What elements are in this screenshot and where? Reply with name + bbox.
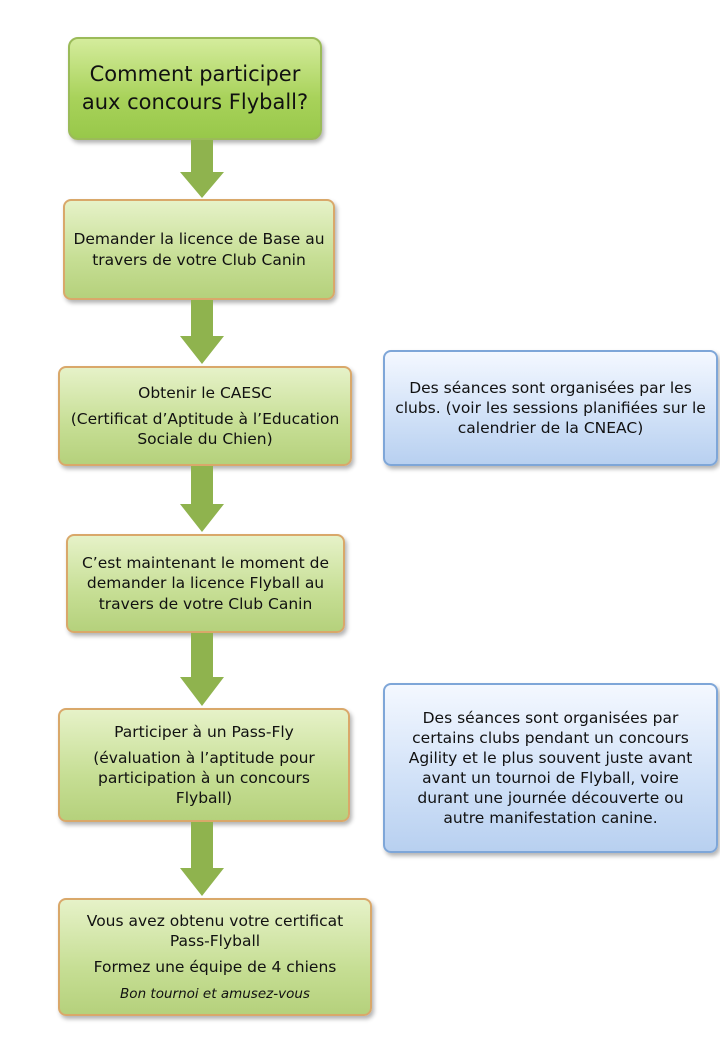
step-caesc: Obtenir le CAESC (Certificat d’Aptitude … bbox=[58, 366, 352, 466]
note-pass-fly-text: Des séances sont organisées par certains… bbox=[408, 708, 693, 828]
step-caesc-title: Obtenir le CAESC bbox=[138, 383, 272, 402]
step-final: Vous avez obtenu votre certificat Pass-F… bbox=[58, 898, 372, 1016]
note-caesc: Des séances sont organisées par les club… bbox=[383, 350, 718, 466]
step-licence-base: Demander la licence de Base au travers d… bbox=[63, 199, 335, 300]
step-licence-base-text: Demander la licence de Base au travers d… bbox=[73, 230, 325, 269]
title-line-1: Comment participer bbox=[89, 62, 301, 87]
arrow-down-icon bbox=[180, 300, 224, 364]
title-line-2: aux concours Flyball? bbox=[81, 89, 309, 114]
arrow-down-icon bbox=[180, 466, 224, 532]
step-pass-fly-title: Participer à un Pass-Fly bbox=[114, 722, 294, 741]
step-final-wish: Bon tournoi et amusez-vous bbox=[120, 985, 310, 1002]
arrow-down-icon bbox=[180, 140, 224, 198]
arrow-down-icon bbox=[180, 633, 224, 706]
arrow-down-icon bbox=[180, 822, 224, 896]
note-pass-fly: Des séances sont organisées par certains… bbox=[383, 683, 718, 853]
step-final-team: Formez une équipe de 4 chiens bbox=[93, 957, 337, 976]
title-box: Comment participer aux concours Flyball? bbox=[68, 37, 322, 140]
step-licence-flyball: C’est maintenant le moment de demander l… bbox=[66, 534, 345, 633]
step-final-certificate: Vous avez obtenu votre certificat Pass-F… bbox=[86, 911, 344, 950]
step-caesc-detail: (Certificat d’Aptitude à l’Education Soc… bbox=[70, 409, 340, 449]
step-licence-flyball-text: C’est maintenant le moment de demander l… bbox=[81, 554, 330, 613]
step-pass-fly-detail: (évaluation à l’aptitude pour participat… bbox=[93, 748, 315, 808]
step-pass-fly: Participer à un Pass-Fly (évaluation à l… bbox=[58, 708, 350, 822]
note-caesc-text: Des séances sont organisées par les club… bbox=[395, 378, 706, 438]
